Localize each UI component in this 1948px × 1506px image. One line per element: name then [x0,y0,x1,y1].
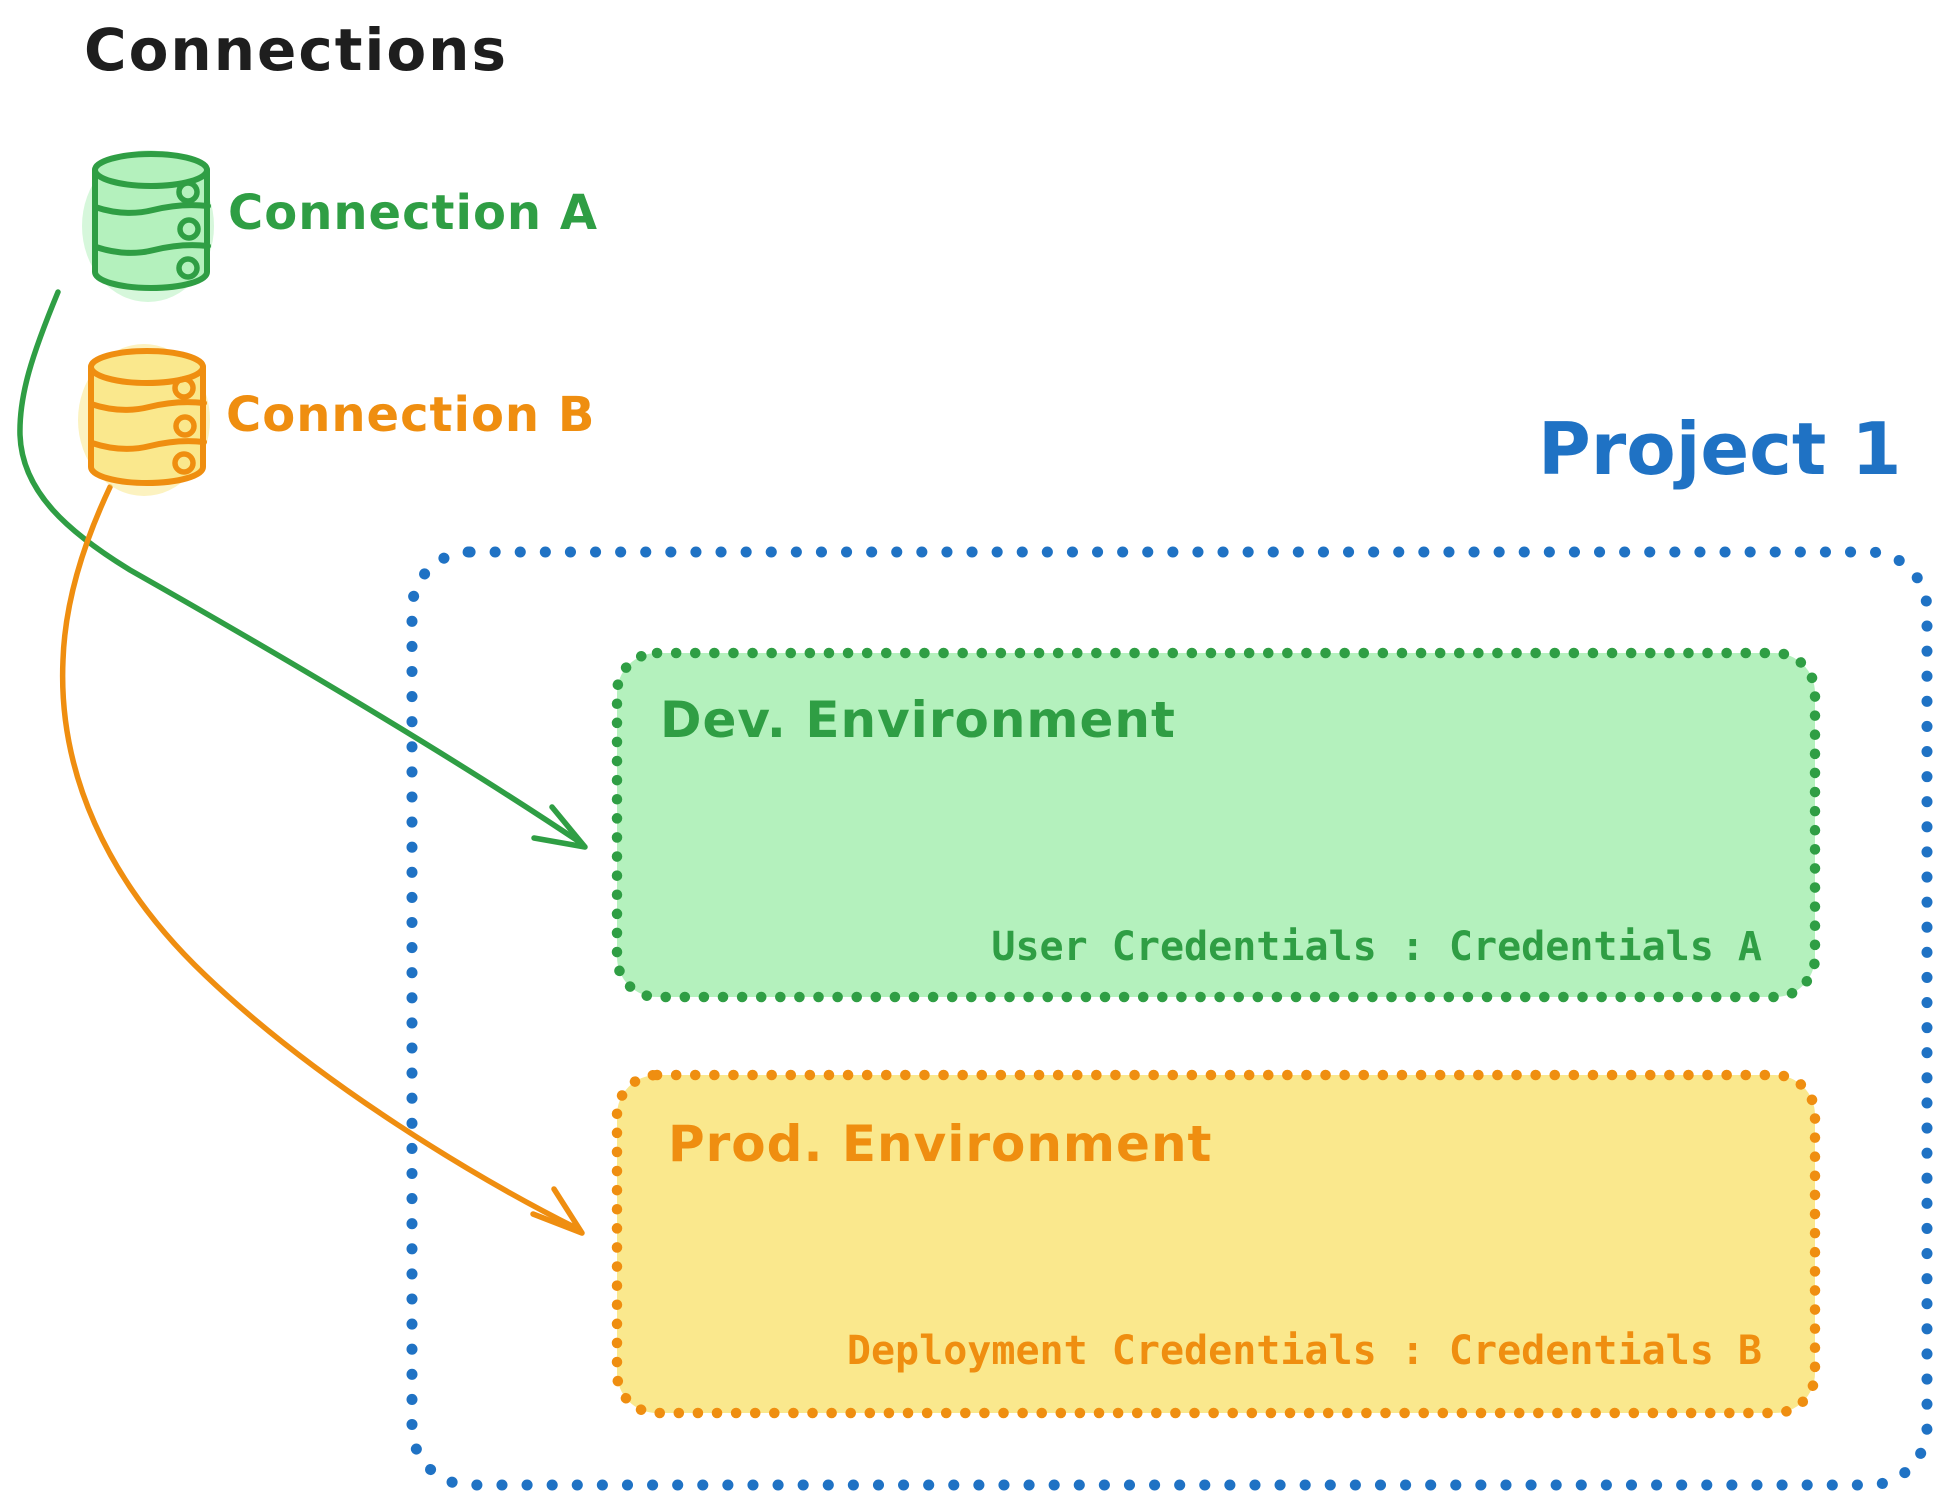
prod-environment-title: Prod. Environment [668,1115,1213,1173]
database-icon-connection-a [82,150,214,302]
dev-environment-box [611,647,1821,1003]
project-title: Project 1 [1538,407,1902,491]
connection-b-label: Connection B [226,387,596,443]
connection-a-label: Connection A [228,185,598,241]
project-box [406,546,1933,1491]
connection-a-arrow [17,289,588,850]
connection-b-arrow [59,484,585,1236]
prod-environment-credentials: Deployment Credentials : Credentials B [846,1328,1762,1374]
prod-environment-box [611,1069,1821,1419]
page-title: Connections [84,16,508,84]
dev-environment-credentials: User Credentials : Credentials A [991,924,1762,970]
database-icon-connection-b [78,344,210,496]
dev-environment-title: Dev. Environment [660,691,1176,749]
